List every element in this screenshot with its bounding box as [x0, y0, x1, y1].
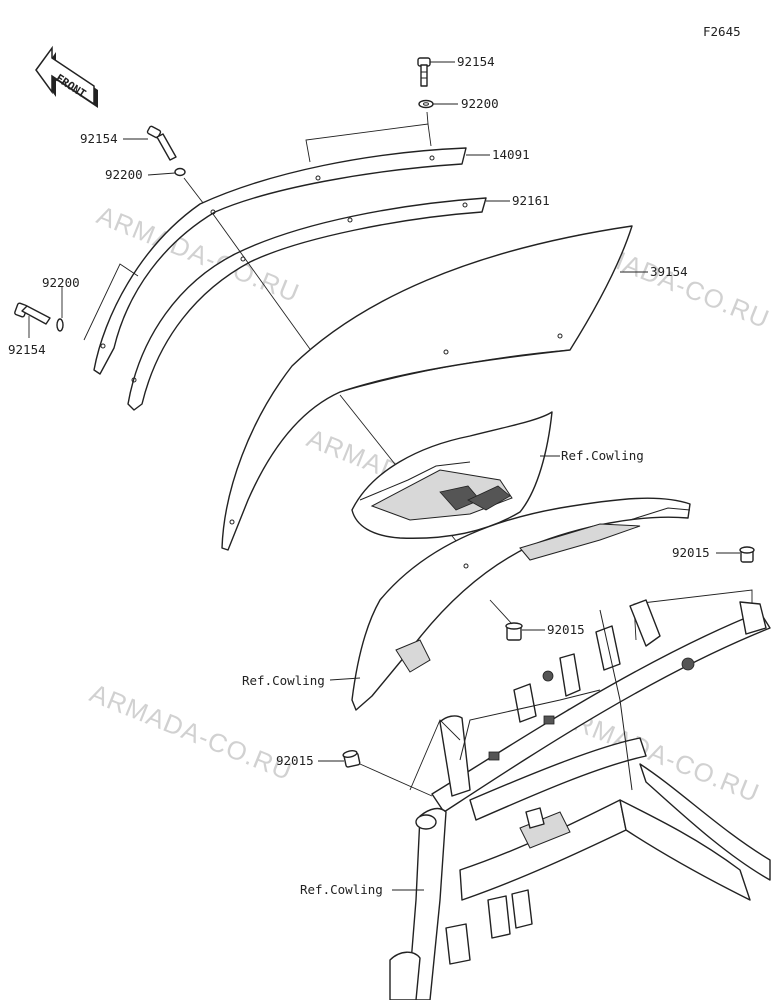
bolt-92154-upper-left[interactable]: [146, 125, 177, 161]
callout-92154-top: 92154: [457, 54, 495, 69]
windshield-39154[interactable]: [221, 225, 633, 551]
callout-92015-left: 92015: [276, 753, 314, 768]
callout-92015-mid: 92015: [547, 622, 585, 637]
grommet-92015-mid[interactable]: [505, 622, 523, 641]
watermark-4: ARMADA-CO.RU: [86, 678, 297, 787]
callout-14091: 14091: [492, 147, 530, 162]
bolt-92154-side[interactable]: [14, 302, 51, 325]
callout-ref-cowling-3: Ref.Cowling: [300, 882, 383, 897]
callout-39154: 39154: [650, 264, 688, 279]
cowling-stay-frame[interactable]: [389, 599, 771, 1000]
ref-cowling-middle[interactable]: [351, 497, 691, 711]
ref-cowling-upper[interactable]: [351, 411, 553, 539]
callout-92161: 92161: [512, 193, 550, 208]
callout-92200-top: 92200: [461, 96, 499, 111]
washer-92200-side[interactable]: [56, 318, 64, 332]
washer-92200-upper-left[interactable]: [174, 167, 186, 177]
trim-strip-92161[interactable]: [127, 197, 487, 411]
grommet-92015-left[interactable]: [342, 750, 361, 768]
callout-92154-side: 92154: [8, 342, 46, 357]
bolt-92154-top[interactable]: [417, 57, 431, 87]
figure-code: F2645: [703, 24, 741, 39]
washer-92200-top[interactable]: [418, 99, 434, 109]
callout-ref-cowling-1: Ref.Cowling: [561, 448, 644, 463]
callout-92200-side: 92200: [42, 275, 80, 290]
callout-92200-upper-left: 92200: [105, 167, 143, 182]
grommet-92015-right[interactable]: [739, 546, 755, 563]
callout-ref-cowling-2: Ref.Cowling: [242, 673, 325, 688]
callout-92015-right: 92015: [672, 545, 710, 560]
front-arrow-icon: FRONT: [35, 45, 98, 108]
callout-92154-upper-left: 92154: [80, 131, 118, 146]
